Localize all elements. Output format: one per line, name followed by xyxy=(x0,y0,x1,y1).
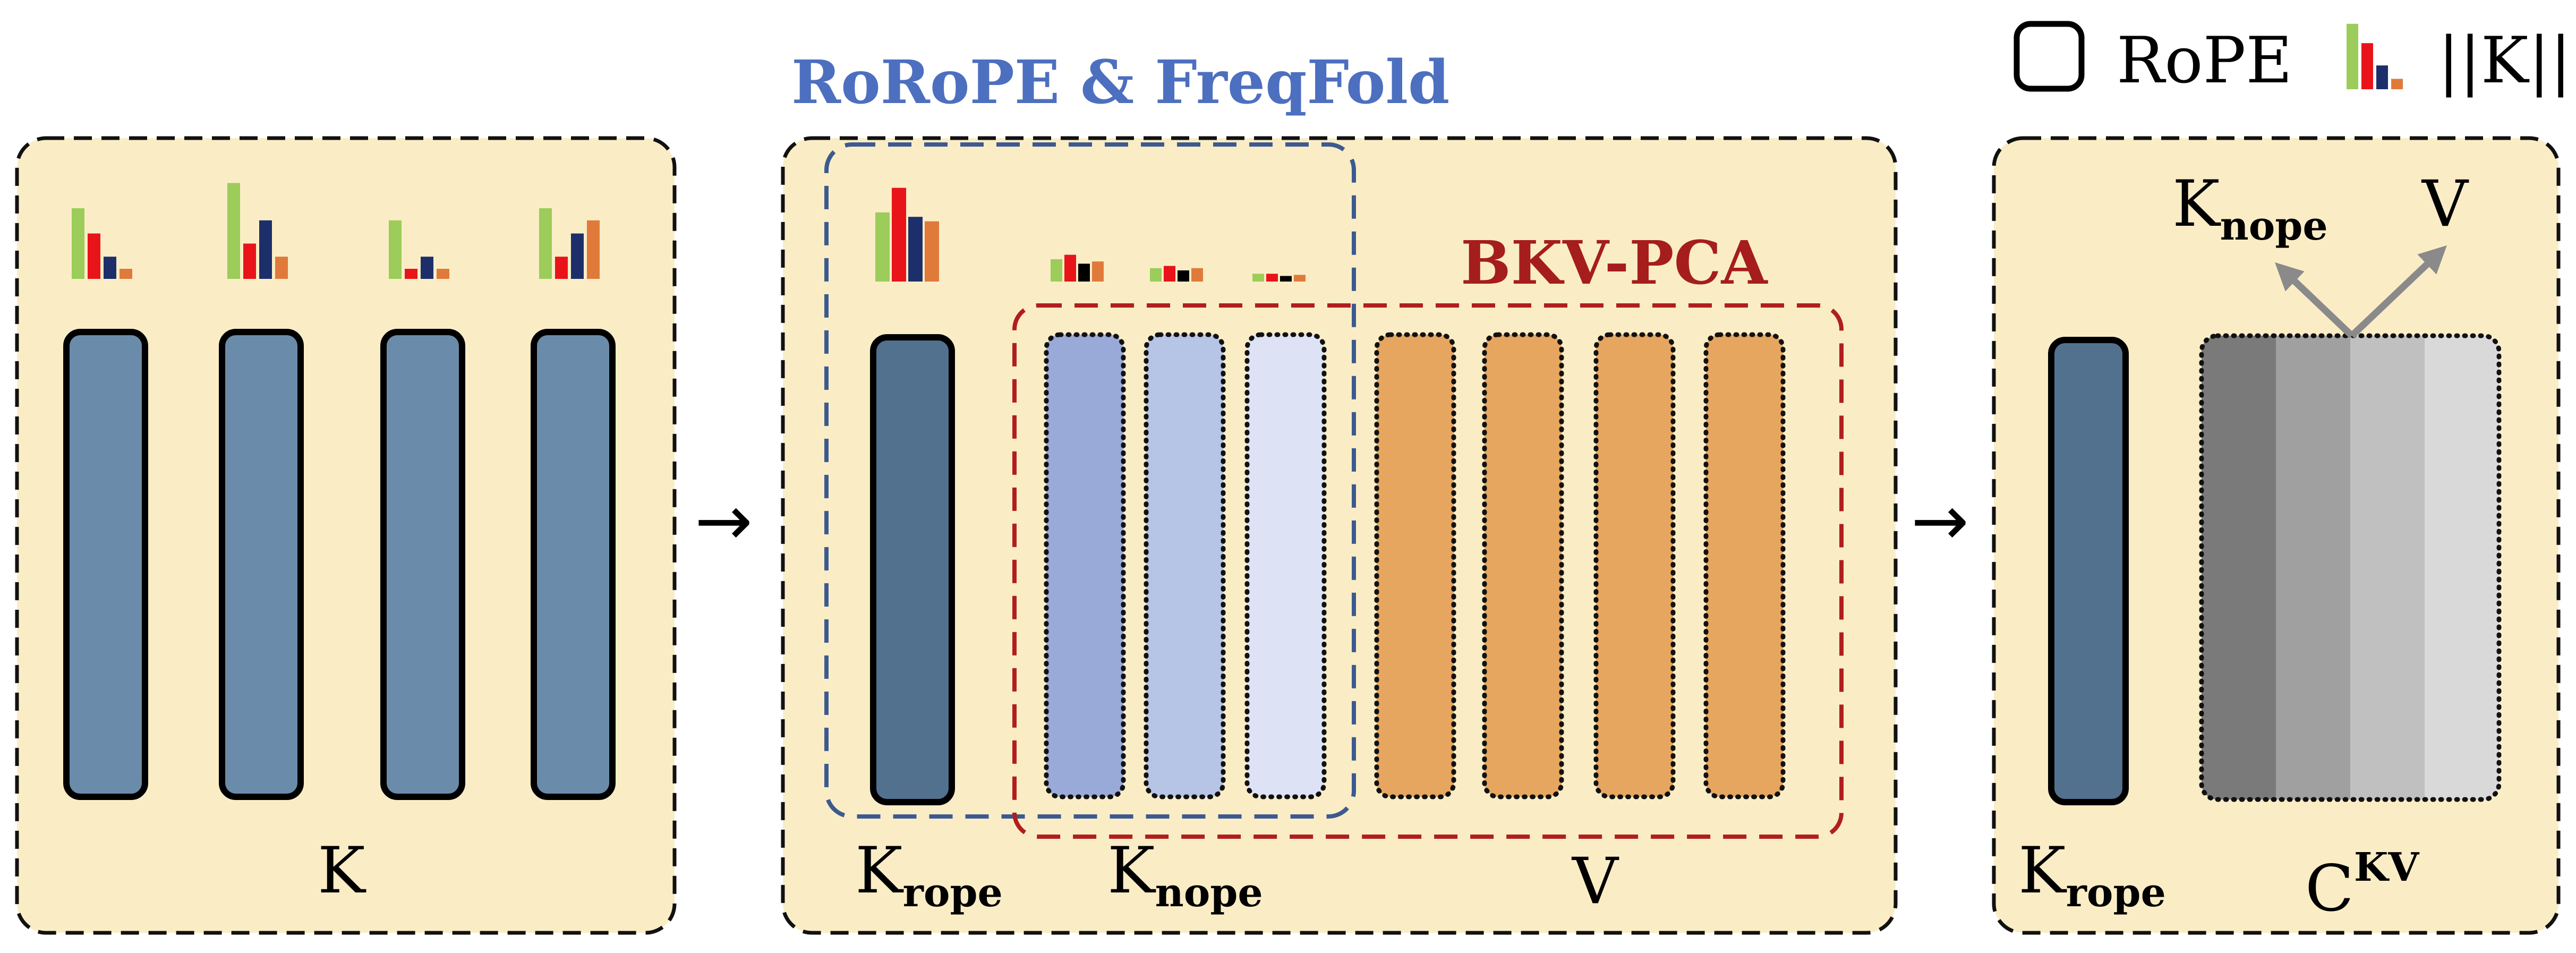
arrow-to-k-nope xyxy=(2275,262,2355,338)
panel-rorope-norm-icons xyxy=(875,188,1306,282)
c-kv-stripes xyxy=(2202,336,2499,799)
k-rope-sub-compressed: rope xyxy=(2066,869,2166,916)
v-output-label: V xyxy=(2422,167,2468,241)
panel-k-columns xyxy=(63,329,616,800)
c-kv-stripe-4 xyxy=(2425,336,2499,799)
k-column-1-norm-bar-1 xyxy=(72,208,84,279)
v-label: V xyxy=(1572,845,1618,918)
v-column-1 xyxy=(1374,332,1456,799)
bkv-pca-region xyxy=(1012,303,1844,839)
arrow-2: → xyxy=(1911,480,1969,561)
c-kv-block xyxy=(2199,333,2502,802)
bkv-pca-title: BKV-PCA xyxy=(1461,228,1768,298)
rorope-freqfold-title: RoRoPE & FreqFold xyxy=(791,53,1449,113)
legend-rope-swatch xyxy=(2014,21,2085,92)
rope-norm-group-2-bar-1 xyxy=(1051,259,1062,282)
legend-norm-bar-3 xyxy=(2376,65,2388,89)
rope-norm-group-2-bar-3 xyxy=(1078,263,1090,282)
k-rope-label-compressed: Krope xyxy=(2018,839,2166,913)
c-kv-sup: KV xyxy=(2353,844,2419,890)
legend-norm-bar-4 xyxy=(2391,79,2403,89)
rope-norm-group-3-bar-2 xyxy=(1164,266,1175,282)
rope-norm-group-2-bar-2 xyxy=(1064,254,1076,282)
rorope-rest: RoPE & FreqFold xyxy=(880,48,1450,117)
k-rope-column xyxy=(870,334,955,805)
k-column-3-norm-bar-2 xyxy=(405,269,417,279)
k-column-3-norm-bar-1 xyxy=(389,220,402,279)
k-column-2 xyxy=(219,329,304,800)
arrow-to-v xyxy=(2349,245,2447,338)
k-nope-columns xyxy=(1044,332,1327,799)
rope-norm-group-4-bar-4 xyxy=(1294,275,1306,282)
k-rope-sub: rope xyxy=(902,869,1003,916)
rope-norm-group-3-bar-1 xyxy=(1150,268,1162,282)
rope-norm-group-3-bar-4 xyxy=(1191,268,1203,282)
v-column-3 xyxy=(1593,332,1676,799)
k-column-4-norm-bar-2 xyxy=(555,257,568,279)
panel-k xyxy=(15,136,677,935)
k-column-4-norm-bar-4 xyxy=(587,220,600,279)
k-nope-letter: K xyxy=(1107,834,1155,908)
c-kv-outline xyxy=(2199,333,2502,802)
k-nope-label: Knope xyxy=(1107,839,1263,913)
k-column-2-norm-bar-1 xyxy=(227,183,240,279)
k-column-3-norm-bar-3 xyxy=(421,257,433,279)
c-kv-stripe-1 xyxy=(2202,336,2276,799)
c-kv-stripe-3 xyxy=(2350,336,2425,799)
rope-norm-group-4-bar-1 xyxy=(1252,274,1264,282)
rope-norm-group-2-bar-4 xyxy=(1092,261,1104,282)
rope-norm-group-4-bar-3 xyxy=(1280,276,1292,282)
k-nope-column-1 xyxy=(1044,332,1126,799)
rope-norm-group-1-bar-2 xyxy=(892,188,906,282)
k-column-1 xyxy=(63,329,148,800)
legend-rope-label: RoPE xyxy=(2117,24,2292,98)
k-column-2-norm-bar-2 xyxy=(243,243,256,279)
k-column-4 xyxy=(531,329,616,800)
k-nope-output-letter: K xyxy=(2172,167,2220,241)
k-column-1-norm-bar-2 xyxy=(88,233,100,279)
c-kv-label: CKV xyxy=(2305,847,2419,921)
k-column-2-norm-bar-4 xyxy=(275,257,288,279)
legend-norm-bar-2 xyxy=(2361,43,2373,89)
arrow-1: → xyxy=(695,480,753,561)
rope-norm-group-1-bar-4 xyxy=(925,221,939,282)
rope-norm-group-1-bar-3 xyxy=(908,217,923,282)
k-column-4-norm-bar-1 xyxy=(539,208,552,279)
c-letter: C xyxy=(2305,852,2354,926)
k-column-3 xyxy=(380,329,465,800)
k-nope-column-3 xyxy=(1244,332,1327,799)
v-column-2 xyxy=(1482,332,1564,799)
k-column-3-norm-bar-4 xyxy=(437,269,449,279)
k-nope-sub: nope xyxy=(1155,869,1263,916)
k-column-1-norm-bar-3 xyxy=(104,257,116,279)
panel-k-label: K xyxy=(318,834,365,908)
decompress-arrows xyxy=(2275,245,2447,338)
legend-norm-bar-1 xyxy=(2347,23,2358,89)
k-column-1-norm-bar-4 xyxy=(120,269,132,279)
k-column-4-norm-bar-3 xyxy=(571,233,584,279)
rope-norm-group-1-bar-1 xyxy=(875,212,890,282)
legend-norm-icon xyxy=(2347,23,2403,89)
k-rope-letter-compressed: K xyxy=(2018,834,2066,908)
rope-norm-group-4-bar-2 xyxy=(1266,274,1278,282)
rorope-prefix: Ro xyxy=(791,48,881,117)
k-nope-column-2 xyxy=(1144,332,1226,799)
c-kv-stripe-2 xyxy=(2276,336,2351,799)
rope-norm-group-3-bar-3 xyxy=(1178,270,1189,282)
v-column-4 xyxy=(1703,332,1786,799)
v-columns xyxy=(1374,332,1786,799)
k-column-2-norm-bar-3 xyxy=(259,220,272,279)
k-rope-column-compressed xyxy=(2048,337,2129,805)
panel-k-norm-icons xyxy=(72,183,600,279)
k-nope-output-label: Knope xyxy=(2172,173,2328,246)
legend-norm-label: ||K|| xyxy=(2438,24,2572,98)
rorope-freqfold-region xyxy=(824,142,1356,819)
k-rope-letter: K xyxy=(855,834,903,908)
k-nope-output-sub: nope xyxy=(2220,202,2328,250)
k-rope-label: Krope xyxy=(855,839,1003,913)
